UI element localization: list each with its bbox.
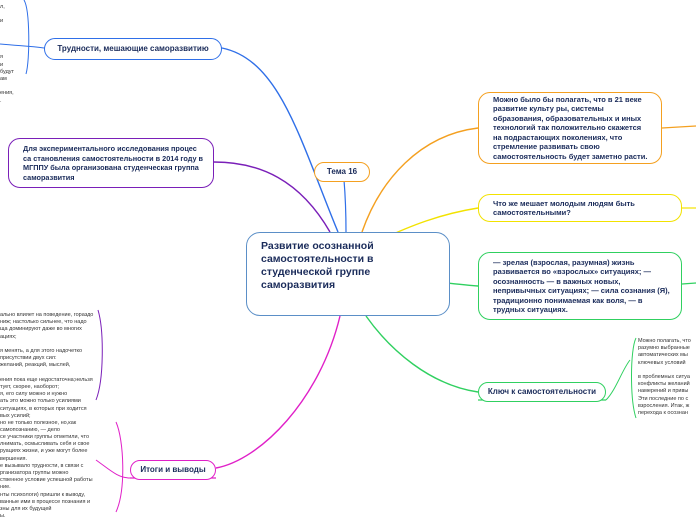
fragment-line: л, [0, 4, 5, 10]
fragment-line [0, 341, 100, 348]
fragment-line: зны для их будущей [0, 506, 52, 513]
fragment-line: Эти последние по с [638, 395, 689, 402]
right-node-3[interactable]: — зрелая (взрослая, разумная) жизнь разв… [478, 252, 682, 320]
link-results-fragment [95, 459, 131, 479]
fragment-line: я, его силу можно и нужно [0, 391, 68, 398]
fragment-line: лнимать, осмысливать себя и свое [0, 441, 90, 448]
fragment-line: ения пока еще недостаточна;нельзя [0, 376, 93, 383]
link-key [365, 315, 479, 393]
link-difficulties [221, 47, 339, 233]
fragment-line: но не только полезное, но,как [0, 420, 77, 427]
right-node-2[interactable]: Что же мешает молодым людям быть самосто… [478, 194, 682, 222]
fragment-line [0, 40, 24, 47]
fragment-line: желаний, реакций, мыслей, [0, 362, 71, 369]
fragment-line: ать это можно только усилиями [0, 398, 81, 405]
fragment-line [0, 11, 24, 18]
bracket-right [631, 337, 637, 419]
fragment-line: намерений и привы [638, 388, 689, 395]
difficulties-node[interactable]: Трудности, мешающие саморазвитию [44, 38, 222, 60]
fragment-line: и [0, 18, 4, 25]
fragment-line [0, 370, 100, 377]
results-label: Итоги и выводы [140, 465, 206, 474]
fragment-line: руациях жизни, и уже могут более [0, 448, 88, 455]
fragment-line: и [0, 61, 4, 68]
fragment-line: конфликты желаний [638, 381, 690, 388]
fragment-line: Можно полагать, что [638, 338, 691, 344]
fragment-line: рганизатора группы можно [0, 470, 69, 477]
fragment-line: ственное условие успешной работы [0, 477, 93, 484]
fragment-line: ам [0, 76, 7, 83]
tema-node[interactable]: Тема 16 [314, 162, 370, 182]
fragment-line: ситуациях, в которых при ходится [0, 405, 87, 412]
bracket-middle-left [95, 309, 103, 401]
key-node[interactable]: Ключ к самостоятельности [478, 382, 606, 402]
results-node[interactable]: Итоги и выводы [130, 460, 216, 480]
fragment-line: . [0, 97, 2, 104]
fragment-bottom-left: се участники группы отметили, что лнимат… [0, 434, 116, 520]
link-key-fragment [605, 359, 631, 401]
link-experiment [213, 161, 331, 233]
fragment-line: взросления. Итак, ж [638, 402, 690, 409]
right-node-2-label: Что же мешает молодым людям быть самосто… [493, 198, 635, 218]
link-results [215, 315, 341, 469]
fragment-line: ально влияет на поведение, гораздо [0, 312, 94, 318]
difficulties-label: Трудности, мешающие саморазвитию [57, 44, 209, 53]
fragment-line: ы. [0, 513, 6, 520]
link-node1 [361, 127, 479, 233]
link-node3-extend [681, 282, 696, 285]
tema-label: Тема 16 [326, 167, 358, 176]
fragment-line: я менять, а для этого надочетко [0, 348, 83, 355]
fragment-line: вых усилий; [0, 412, 31, 419]
fragment-line: ние. [0, 484, 11, 491]
fragment-middle-left: ально влияет на поведение, гораздо ниж; … [0, 312, 100, 434]
fragment-line: автоматических мы [638, 352, 688, 359]
fragment-line [0, 26, 24, 33]
fragment-line [0, 33, 24, 40]
experiment-label: Для экспериментального исследования проц… [23, 144, 204, 182]
central-topic-label: Развитие осознанной самостоятельности в … [261, 240, 374, 291]
fragment-line: самопознанию, — дело [0, 427, 60, 434]
right-node-1[interactable]: Можно было бы полагать, что в 21 веке ра… [478, 92, 662, 164]
fragment-right: Можно полагать, что разумно выбранные ав… [638, 338, 696, 417]
key-node-label: Ключ к самостоятельности [487, 387, 597, 396]
fragment-line: ниж; настолько сильнее, что надо [0, 319, 87, 326]
bracket-top-left [23, 0, 30, 75]
link-tema [343, 179, 347, 233]
fragment-line [638, 367, 696, 374]
fragment-line: ациях; [0, 333, 17, 340]
fragment-line: нты психологи) пришли к выводу, [0, 491, 86, 498]
fragment-line: разумно выбранные [638, 345, 690, 352]
fragment-line: тует, скорее, наоборот; [0, 384, 60, 391]
fragment-line: вершения. [0, 455, 28, 462]
right-node-3-label: — зрелая (взрослая, разумная) жизнь разв… [493, 257, 670, 315]
fragment-line: е вызывало трудности, в связи с [0, 462, 84, 469]
fragment-line: ванные ими в процессе познания и [0, 498, 91, 505]
fragment-line: ключевых условий [638, 359, 686, 366]
fragment-top-left: л, и я и будут ам ения, . [0, 4, 24, 105]
fragment-line: перехода к осознан [638, 410, 688, 417]
right-node-1-label: Можно было бы полагать, что в 21 веке ра… [493, 94, 648, 161]
fragment-line: я [0, 54, 3, 61]
link-node1-extend [661, 125, 696, 129]
fragment-line: присутствии двух сил: [0, 355, 57, 362]
fragment-line [0, 47, 24, 54]
experiment-node[interactable]: Для экспериментального исследования проц… [8, 138, 214, 188]
fragment-line: будут [0, 68, 15, 75]
bracket-bottom-left [115, 421, 124, 513]
fragment-line [0, 83, 24, 90]
fragment-line: ща доминируют даже во многих [0, 326, 82, 333]
link-difficulties-fragment [0, 43, 45, 49]
fragment-line: се участники группы отметили, что [0, 434, 90, 440]
fragment-line: в проблемных ситуа [638, 374, 690, 381]
central-topic[interactable]: Развитие осознанной самостоятельности в … [246, 232, 450, 316]
fragment-line: ения, [0, 90, 14, 97]
